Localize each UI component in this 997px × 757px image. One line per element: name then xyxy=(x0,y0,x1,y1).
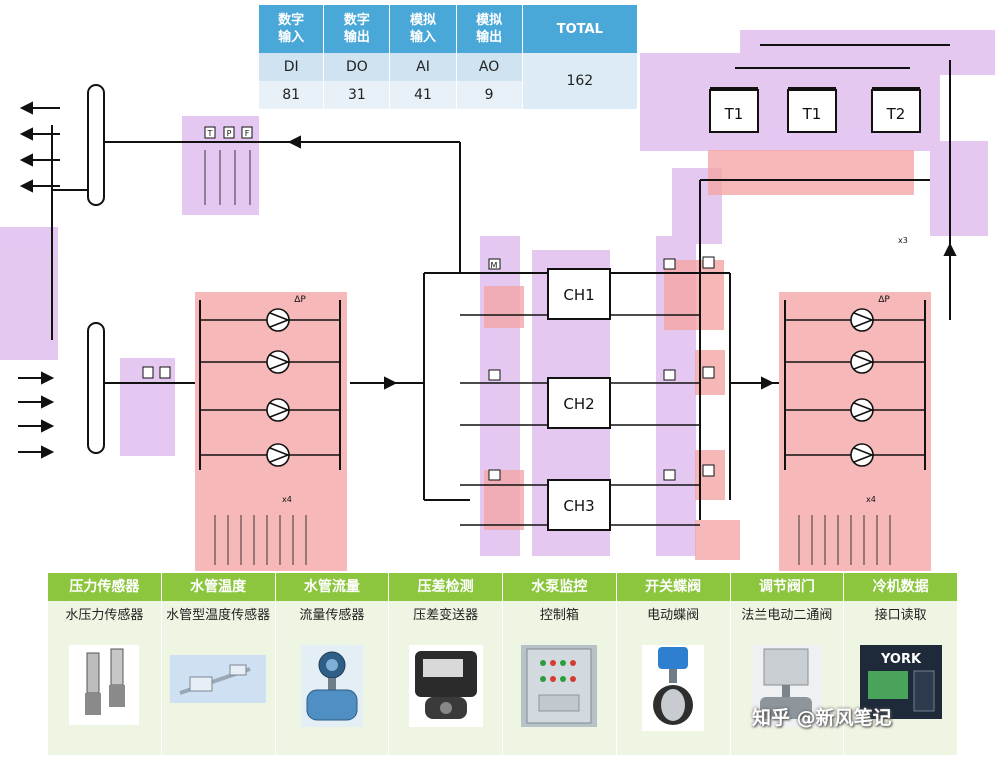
temperature-sensor-image xyxy=(170,655,267,703)
io-point-table: 数字输入 数字输出 模拟输入 模拟输出 TOTAL DI DO AI AO 16… xyxy=(259,5,639,109)
legend-col-butterfly: 电动蝶阀 xyxy=(617,601,731,755)
legend-header-chiller: 冷机数据 xyxy=(844,573,958,601)
sensor-dp-right-label: ΔP xyxy=(878,295,890,305)
pump-multiplier-left: x4 xyxy=(282,495,292,504)
legend-item-pressure: 水压力传感器 xyxy=(65,608,144,623)
legend-col-diff-pressure: 压差变送器 xyxy=(389,601,503,755)
io-total-value: 162 xyxy=(522,53,639,109)
io-header-total-label: TOTAL xyxy=(556,21,603,37)
flow-meter-image xyxy=(300,645,363,727)
io-count-di: 81 xyxy=(259,81,325,109)
io-code-ao: AO xyxy=(456,53,523,81)
tower-label-2: T1 xyxy=(802,105,822,123)
legend-col-pressure: 水压力传感器 xyxy=(48,601,162,755)
legend-header-valve: 调节阀门 xyxy=(731,573,845,601)
legend-item-pipe-temp: 水管型温度传感器 xyxy=(166,608,271,623)
sensor-T-label: T xyxy=(207,129,213,138)
io-header-do-line2: 输出 xyxy=(343,30,370,45)
legend-col-pump: 控制箱 xyxy=(503,601,617,755)
two-way-valve-image xyxy=(751,645,822,727)
legend-col-valve: 法兰电动二通阀 xyxy=(731,601,845,755)
legend-body-row: 水压力传感器 水管型温度传感器 流量传感器 xyxy=(48,601,958,755)
york-logo: YORK xyxy=(880,652,922,667)
sensor-M-label: M xyxy=(491,261,498,270)
legend-col-pipe-temp: 水管型温度传感器 xyxy=(162,601,276,755)
cooling-towers xyxy=(709,87,921,133)
sensor-dp-left-label: ΔP xyxy=(294,295,306,305)
legend-item-chiller: 接口读取 xyxy=(874,608,927,623)
chiller-units xyxy=(547,268,611,531)
io-header-do: 数字输出 xyxy=(323,5,391,53)
io-header-do-line1: 数字 xyxy=(343,13,370,28)
sensor-boxes xyxy=(142,126,715,481)
legend-header-row: 压力传感器 水管温度 水管流量 压差检测 水泵监控 开关蝶阀 调节阀门 冷机数据 xyxy=(48,573,958,601)
io-header-di: 数字输入 xyxy=(259,5,325,53)
legend-item-diff-pressure: 压差变送器 xyxy=(413,608,479,623)
butterfly-valve-image xyxy=(642,645,705,731)
watermark: 知乎 @新风笔记 xyxy=(752,707,892,729)
chiller-branches xyxy=(460,272,700,526)
legend-col-pipe-flow: 流量传感器 xyxy=(276,601,390,755)
legend-header-diff-pressure: 压差检测 xyxy=(389,573,503,601)
io-count-ai: 41 xyxy=(389,81,457,109)
legend-item-pipe-flow: 流量传感器 xyxy=(299,608,365,623)
sensor-F-label: F xyxy=(245,129,250,138)
io-code-ai: AI xyxy=(389,53,457,81)
io-header-ai-line2: 输入 xyxy=(410,30,437,45)
io-code-do: DO xyxy=(323,53,391,81)
io-count-ao: 9 xyxy=(456,81,523,109)
legend-header-pump: 水泵监控 xyxy=(503,573,617,601)
tower-multiplier: x3 xyxy=(898,236,908,245)
io-header-ai-line1: 模拟 xyxy=(410,13,437,28)
tower-label-1: T1 xyxy=(724,105,744,123)
io-header-ao-line1: 模拟 xyxy=(476,13,503,28)
legend-item-butterfly: 电动蝶阀 xyxy=(647,608,700,623)
chiller-label-2: CH2 xyxy=(563,395,594,413)
pump-zones xyxy=(195,150,931,571)
header-drums xyxy=(87,84,105,454)
io-header-di-line2: 输入 xyxy=(278,30,305,45)
pump-multiplier-right: x4 xyxy=(866,495,876,504)
io-count-do: 31 xyxy=(323,81,391,109)
sensor-P-label: P xyxy=(227,129,232,138)
io-header-ao: 模拟输出 xyxy=(456,5,523,53)
io-header-ai: 模拟输入 xyxy=(389,5,457,53)
io-header-di-line1: 数字 xyxy=(278,13,305,28)
legend-header-pipe-flow: 水管流量 xyxy=(276,573,390,601)
legend-header-butterfly: 开关蝶阀 xyxy=(617,573,731,601)
chiller-label-3: CH3 xyxy=(563,497,594,515)
legend-header-pressure: 压力传感器 xyxy=(48,573,162,601)
legend-item-valve: 法兰电动二通阀 xyxy=(741,608,833,623)
pressure-sensor-image xyxy=(69,645,140,725)
chiller-label-1: CH1 xyxy=(563,286,594,304)
legend-header-pipe-temp: 水管温度 xyxy=(162,573,276,601)
device-legend-table: 压力传感器 水管温度 水管流量 压差检测 水泵监控 开关蝶阀 调节阀门 冷机数据… xyxy=(48,573,958,755)
pump-rows-left xyxy=(200,308,340,467)
signal-lines xyxy=(204,150,891,565)
tower-label-3: T2 xyxy=(886,105,906,123)
control-box-image xyxy=(521,645,598,727)
io-code-di: DI xyxy=(259,53,325,81)
pump-rows-right xyxy=(785,308,925,467)
york-chiller-panel-image: YORK xyxy=(859,645,942,719)
legend-col-chiller: 接口读取 YORK xyxy=(844,601,958,755)
legend-item-pump: 控制箱 xyxy=(539,608,579,623)
flow-arrows xyxy=(18,101,957,459)
diff-pressure-transmitter-image xyxy=(408,645,483,727)
io-header-total: TOTAL xyxy=(522,5,639,53)
io-header-ao-line2: 输出 xyxy=(476,30,503,45)
